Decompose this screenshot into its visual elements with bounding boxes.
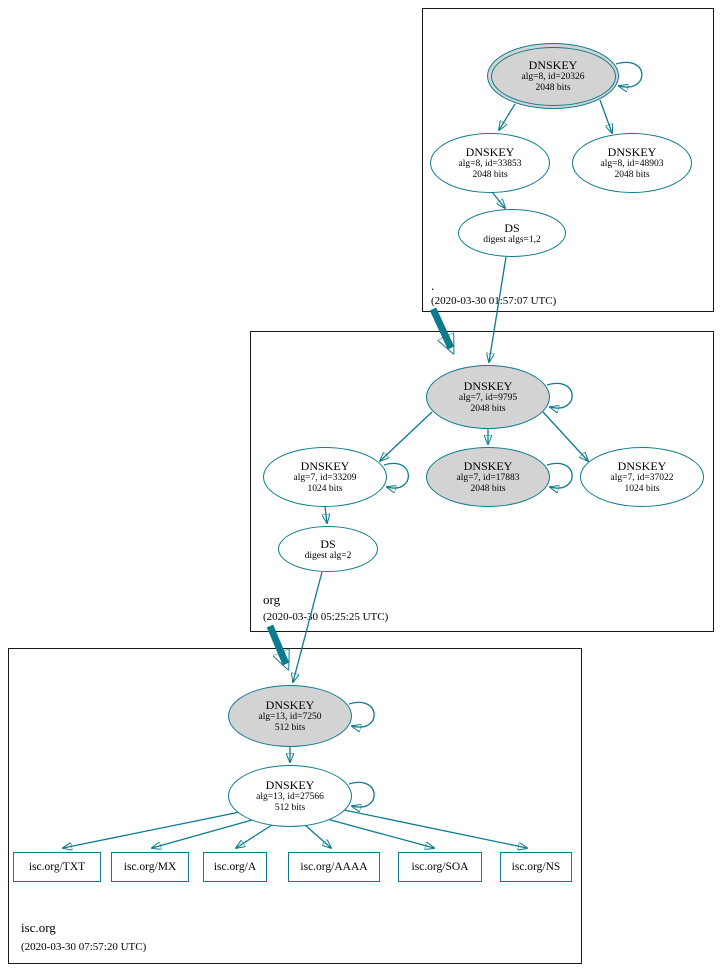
dnskey-node-org-zsk2: DNSKEY alg=7, id=37022 1024 bits	[580, 447, 704, 507]
rrset-node-soa: isc.org/SOA	[398, 852, 482, 882]
edge-isc-zsk-mx	[152, 819, 253, 848]
node-bits: 2048 bits	[470, 484, 506, 494]
rrset-node-ns: isc.org/NS	[500, 852, 572, 882]
edge-delegation-org-isc	[266, 624, 286, 664]
zone-label-org: org	[263, 592, 281, 607]
node-title: DS	[320, 536, 336, 551]
node-title: DNSKEY	[265, 778, 315, 792]
dnskey-node-isc-ksk: DNSKEY alg=13, id=7250 512 bits	[228, 685, 352, 747]
edge-org-zsk1-ds	[325, 506, 327, 523]
edge-root-ds-org-ksk	[489, 256, 507, 362]
node-bits: 512 bits	[274, 723, 306, 733]
node-title: DNSKEY	[300, 459, 350, 473]
node-detail: alg=7, id=9795	[458, 393, 518, 403]
dnskey-node-org-ksk: DNSKEY alg=7, id=9795 2048 bits	[426, 365, 550, 429]
node-bits: 2048 bits	[470, 404, 506, 414]
zone-box-root: . (2020-03-30 01:57:07 UTC)	[422, 8, 714, 312]
node-detail: alg=8, id=33853	[458, 159, 522, 169]
node-title: DNSKEY	[617, 459, 667, 473]
zone-box-isc: isc.org (2020-03-30 07:57:20 UTC)	[8, 648, 582, 964]
rrset-node-txt: isc.org/TXT	[13, 852, 101, 882]
node-bits: 2048 bits	[614, 170, 650, 180]
node-detail: alg=7, id=37022	[610, 473, 674, 483]
edge-isc-zsk-soa	[326, 818, 434, 848]
node-detail: alg=13, id=7250	[258, 712, 322, 722]
edge-org-ksk-zsk2	[542, 411, 588, 461]
dnskey-node-root-zsk2: DNSKEY alg=8, id=48903 2048 bits	[572, 133, 692, 193]
node-detail: alg=7, id=33209	[293, 473, 357, 483]
zone-timestamp-isc: (2020-03-30 07:57:20 UTC)	[21, 941, 147, 953]
edge-isc-zsk-selfloop	[348, 781, 375, 807]
rrset-node-a: isc.org/A	[203, 852, 267, 882]
edge-org-ds-isc-ksk	[293, 571, 323, 682]
dnskey-node-org-zsk1: DNSKEY alg=7, id=33209 1024 bits	[263, 447, 387, 507]
edge-org-ksk-selfsign	[546, 382, 573, 408]
zone-box-org: org (2020-03-30 05:25:25 UTC)	[250, 331, 714, 632]
zone-label-isc: isc.org	[21, 920, 56, 935]
rrset-label: isc.org/AAAA	[300, 861, 368, 873]
edge-isc-zsk-ns	[343, 809, 527, 848]
node-title: DNSKEY	[265, 698, 315, 712]
rrset-label: isc.org/A	[213, 861, 257, 873]
rrset-label: isc.org/TXT	[28, 861, 86, 873]
edge-root-ksk-selfsign	[615, 61, 643, 87]
node-detail: digest alg=2	[304, 550, 352, 561]
node-detail: alg=8, id=20326	[521, 72, 585, 82]
node-title: DNSKEY	[528, 58, 578, 72]
dnskey-node-isc-zsk: DNSKEY alg=13, id=27566 512 bits	[228, 765, 352, 827]
ds-node-org: DS digest alg=2	[278, 526, 378, 572]
edge-root-ksk-zsk1	[499, 103, 516, 130]
node-detail: alg=8, id=48903	[600, 159, 664, 169]
node-bits: 2048 bits	[535, 83, 571, 93]
node-title: DS	[504, 220, 520, 235]
dnskey-node-org-ksk2: DNSKEY alg=7, id=17883 2048 bits	[426, 447, 550, 507]
node-bits: 1024 bits	[307, 484, 343, 494]
dnskey-node-root-ksk: DNSKEY alg=8, id=20326 2048 bits	[487, 43, 619, 109]
edge-root-zsk1-ds	[491, 191, 505, 208]
node-detail: alg=13, id=27566	[256, 792, 324, 802]
edge-isc-ksk-selfsign	[348, 701, 375, 727]
edge-isc-zsk-a	[236, 824, 273, 848]
zone-label-root: .	[431, 278, 435, 293]
ds-node-root: DS digest algs=1,2	[458, 209, 566, 257]
edge-delegation-root-org	[429, 307, 451, 348]
zone-timestamp-org: (2020-03-30 05:25:25 UTC)	[263, 611, 389, 623]
rrset-node-aaaa: isc.org/AAAA	[288, 852, 380, 882]
rrset-label: isc.org/NS	[511, 861, 561, 873]
rrset-node-mx: isc.org/MX	[111, 852, 189, 882]
zone-timestamp-root: (2020-03-30 01:57:07 UTC)	[431, 295, 557, 307]
node-title: DNSKEY	[465, 145, 515, 159]
edge-isc-zsk-txt	[63, 811, 241, 848]
node-title: DNSKEY	[607, 145, 657, 159]
node-title: DNSKEY	[463, 459, 513, 473]
dnskey-node-root-zsk1: DNSKEY alg=8, id=33853 2048 bits	[430, 133, 550, 193]
rrset-label: isc.org/MX	[123, 861, 177, 873]
node-detail: digest algs=1,2	[483, 234, 541, 245]
edge-org-ksk2-selfloop	[546, 462, 573, 488]
rrset-label: isc.org/SOA	[411, 861, 469, 873]
edge-isc-zsk-aaaa	[304, 824, 331, 848]
node-bits: 1024 bits	[624, 484, 660, 494]
node-bits: 2048 bits	[472, 170, 508, 180]
edge-org-zsk1-selfloop	[383, 462, 409, 488]
edge-root-ksk-zsk2	[599, 99, 612, 133]
edge-org-ksk-zsk1	[380, 411, 433, 461]
node-bits: 512 bits	[274, 803, 306, 813]
node-detail: alg=7, id=17883	[456, 473, 520, 483]
node-title: DNSKEY	[463, 379, 513, 393]
